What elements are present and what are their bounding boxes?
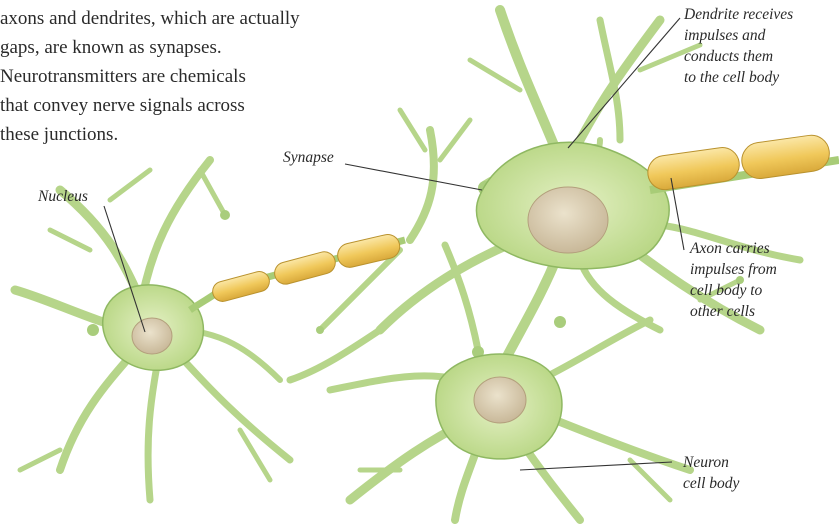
dendrite-leader	[568, 18, 680, 148]
axon-right	[646, 133, 839, 192]
label-nucleus: Nucleus	[38, 186, 88, 207]
myelin-sheath-segment	[335, 232, 402, 270]
label-dendrite: Dendrite receives impulses and conducts …	[684, 4, 793, 88]
label-neuron-cell-body: Neuron cell body	[683, 452, 739, 494]
myelin-sheath-segment	[739, 133, 831, 181]
myelin-sheath-segment	[646, 145, 742, 191]
upper-nucleus	[528, 187, 608, 253]
lower-nucleus	[474, 377, 526, 423]
intro-paragraph: axons and dendrites, which are actually …	[0, 4, 400, 149]
label-synapse: Synapse	[283, 147, 334, 168]
intro-line: gaps, are known as synapses.	[0, 33, 400, 62]
intro-line: these junctions.	[0, 120, 400, 149]
myelin-sheath-segment	[210, 269, 271, 303]
label-axon: Axon carries impulses from cell body to …	[690, 238, 777, 322]
intro-line: axons and dendrites, which are actually	[0, 4, 400, 33]
myelin-sheath-segment	[272, 249, 338, 286]
synapse-leader	[345, 164, 482, 190]
intro-line: Neurotransmitters are chemicals	[0, 62, 400, 91]
axon-left	[190, 232, 405, 310]
left-nucleus	[132, 318, 172, 354]
intro-line: that convey nerve signals across	[0, 91, 400, 120]
